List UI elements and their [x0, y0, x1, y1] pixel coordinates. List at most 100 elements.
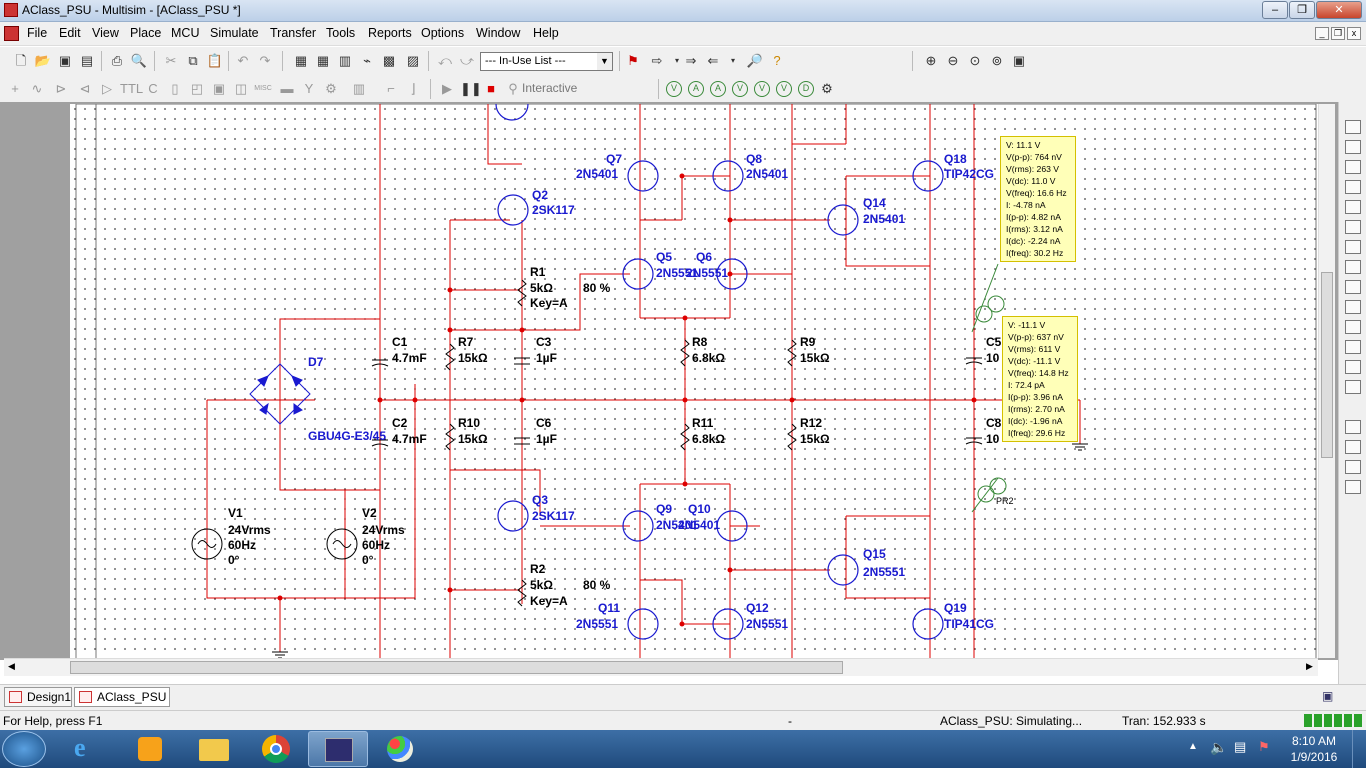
- four-channel-oscilloscope-icon[interactable]: [1345, 200, 1361, 214]
- menu-tools[interactable]: Tools: [326, 26, 356, 40]
- word-generator-icon[interactable]: [1345, 260, 1361, 274]
- find-examples-icon[interactable]: 🔎: [746, 53, 764, 68]
- place-source-icon[interactable]: +: [11, 81, 19, 96]
- place-misc-digital-icon[interactable]: ▯: [171, 81, 179, 96]
- pin-icon[interactable]: ⚑: [627, 53, 639, 68]
- horizontal-scroll-thumb[interactable]: [70, 661, 843, 674]
- place-cmos-icon[interactable]: C: [148, 81, 158, 96]
- internet-explorer-icon[interactable]: e: [74, 733, 86, 762]
- scroll-left-icon[interactable]: ◀: [8, 661, 15, 671]
- undo-icon[interactable]: ↶: [237, 53, 249, 68]
- network-analyzer-icon[interactable]: [1345, 380, 1361, 394]
- zoom-in-icon[interactable]: ⊕: [925, 53, 937, 68]
- tab-aclass-psu[interactable]: AClass_PSU *: [74, 687, 170, 722]
- menu-help[interactable]: Help: [533, 26, 559, 40]
- logic-analyzer-icon[interactable]: [1345, 300, 1361, 314]
- run-icon[interactable]: ▶: [442, 81, 452, 96]
- tab-design1[interactable]: Design1: [4, 687, 72, 707]
- electrical-rules-icon[interactable]: ▨: [406, 53, 420, 68]
- agilent-oscilloscope-icon[interactable]: [1345, 460, 1361, 474]
- in-use-list-combo[interactable]: --- In-Use List --- ▼: [480, 52, 613, 71]
- redo-icon[interactable]: ↷: [259, 53, 271, 68]
- place-basic-icon[interactable]: ∿: [31, 81, 43, 96]
- mdi-restore-button[interactable]: ❐: [1331, 27, 1345, 40]
- forward-annotate-ultiboard-icon[interactable]: ⇒: [685, 53, 697, 68]
- open-icon[interactable]: 📂: [34, 53, 52, 68]
- dropdown-arrow-icon[interactable]: ▾: [674, 56, 679, 65]
- agilent-generator-icon[interactable]: [1345, 420, 1361, 434]
- back-annotate-icon[interactable]: ⤺: [438, 53, 452, 68]
- agilent-multimeter-icon[interactable]: [1345, 440, 1361, 454]
- menu-place[interactable]: Place: [130, 26, 162, 40]
- wattmeter-icon[interactable]: [1345, 160, 1361, 174]
- forward-annotate-icon[interactable]: ⤻: [460, 53, 474, 68]
- mdi-close-button[interactable]: x: [1347, 27, 1361, 40]
- place-transistor-icon[interactable]: ⊲: [79, 81, 91, 96]
- menu-mcu[interactable]: MCU: [171, 26, 200, 40]
- print-preview-icon[interactable]: 🔍: [130, 53, 148, 68]
- mdi-minimize-button[interactable]: _: [1315, 27, 1329, 40]
- place-electromechanical-icon[interactable]: ⚙: [325, 81, 337, 96]
- place-misc-icon[interactable]: MISC: [254, 85, 272, 92]
- save-all-icon[interactable]: ▣: [58, 53, 72, 68]
- tray-expand-icon[interactable]: ▲: [1188, 741, 1198, 752]
- close-button[interactable]: ✕: [1316, 1, 1362, 19]
- vertical-scrollbar[interactable]: [1318, 104, 1335, 658]
- menu-simulate[interactable]: Simulate: [210, 26, 259, 40]
- multisim-taskbar-icon[interactable]: [308, 731, 368, 767]
- place-diode-icon[interactable]: ⊳: [55, 81, 67, 96]
- tektronix-oscilloscope-icon[interactable]: [1345, 480, 1361, 494]
- probe-digital-icon[interactable]: D: [798, 81, 814, 97]
- menu-transfer[interactable]: Transfer: [270, 26, 317, 40]
- full-screen-icon[interactable]: ▣: [1012, 53, 1026, 68]
- place-mixed-icon[interactable]: ◰: [190, 81, 204, 96]
- maximize-button[interactable]: ❐: [1289, 1, 1315, 19]
- dropdown-arrow-icon[interactable]: ▾: [730, 56, 735, 65]
- iv-analyzer-icon[interactable]: [1345, 320, 1361, 334]
- menu-file[interactable]: File: [27, 26, 48, 40]
- place-rf-icon[interactable]: Y: [304, 81, 314, 96]
- minimize-button[interactable]: –: [1262, 1, 1288, 19]
- zoom-out-icon[interactable]: ⊖: [947, 53, 959, 68]
- interactive-label[interactable]: Interactive: [522, 81, 578, 95]
- probe-reference-icon[interactable]: V: [776, 81, 792, 97]
- scroll-right-icon[interactable]: ▶: [1306, 661, 1313, 671]
- place-power-icon[interactable]: ◫: [234, 81, 248, 96]
- save-icon[interactable]: ▤: [80, 53, 94, 68]
- probe-pr2-readout[interactable]: V: -11.1 V V(p-p): 637 nV V(rms): 611 V …: [1002, 316, 1078, 442]
- windows-start-button[interactable]: [2, 731, 46, 767]
- action-center-icon[interactable]: ⚑: [1258, 739, 1270, 754]
- zoom-area-icon[interactable]: ⊙: [969, 53, 981, 68]
- oscilloscope-icon[interactable]: [1345, 180, 1361, 194]
- file-explorer-icon[interactable]: [184, 731, 244, 767]
- bode-plotter-icon[interactable]: [1345, 220, 1361, 234]
- vertical-scroll-thumb[interactable]: [1321, 272, 1333, 458]
- place-mcu-icon[interactable]: ▥: [352, 81, 366, 96]
- place-advanced-peripherals-icon[interactable]: ▬: [280, 81, 294, 96]
- paste-icon[interactable]: 📋: [206, 53, 224, 68]
- tab-menu-icon[interactable]: ▣: [1322, 689, 1334, 703]
- stop-icon[interactable]: ■: [487, 81, 495, 96]
- probe-differential-icon[interactable]: V: [732, 81, 748, 97]
- menu-reports[interactable]: Reports: [368, 26, 412, 40]
- bus-icon[interactable]: ⌋: [410, 81, 416, 96]
- copy-icon[interactable]: ⧉: [188, 53, 198, 68]
- place-indicator-icon[interactable]: ▣: [212, 81, 226, 96]
- design-toolbox-icon[interactable]: ▦: [294, 53, 308, 68]
- schematic-sheet[interactable]: Q7 2N5401 Q8 2N5401 Q18 TIP42CG Q14 2N54…: [70, 104, 1318, 658]
- postprocessor-icon[interactable]: ▩: [382, 53, 396, 68]
- grapher-icon[interactable]: ⌁: [363, 53, 371, 68]
- multimeter-icon[interactable]: [1345, 120, 1361, 134]
- show-desktop-button[interactable]: [1352, 730, 1366, 768]
- place-analog-icon[interactable]: ▷: [102, 81, 112, 96]
- menu-view[interactable]: View: [92, 26, 119, 40]
- back-annotate-ultiboard-icon[interactable]: ⇐: [707, 53, 719, 68]
- pause-icon[interactable]: ❚❚: [460, 81, 482, 96]
- database-manager-icon[interactable]: ▥: [338, 53, 352, 68]
- menu-edit[interactable]: Edit: [59, 26, 81, 40]
- paint-icon[interactable]: [370, 731, 430, 767]
- function-generator-icon[interactable]: [1345, 140, 1361, 154]
- multisim-app-icon[interactable]: [4, 3, 18, 17]
- transfer-to-ultiboard-icon[interactable]: ⇨: [651, 53, 663, 68]
- media-player-icon[interactable]: [120, 731, 180, 767]
